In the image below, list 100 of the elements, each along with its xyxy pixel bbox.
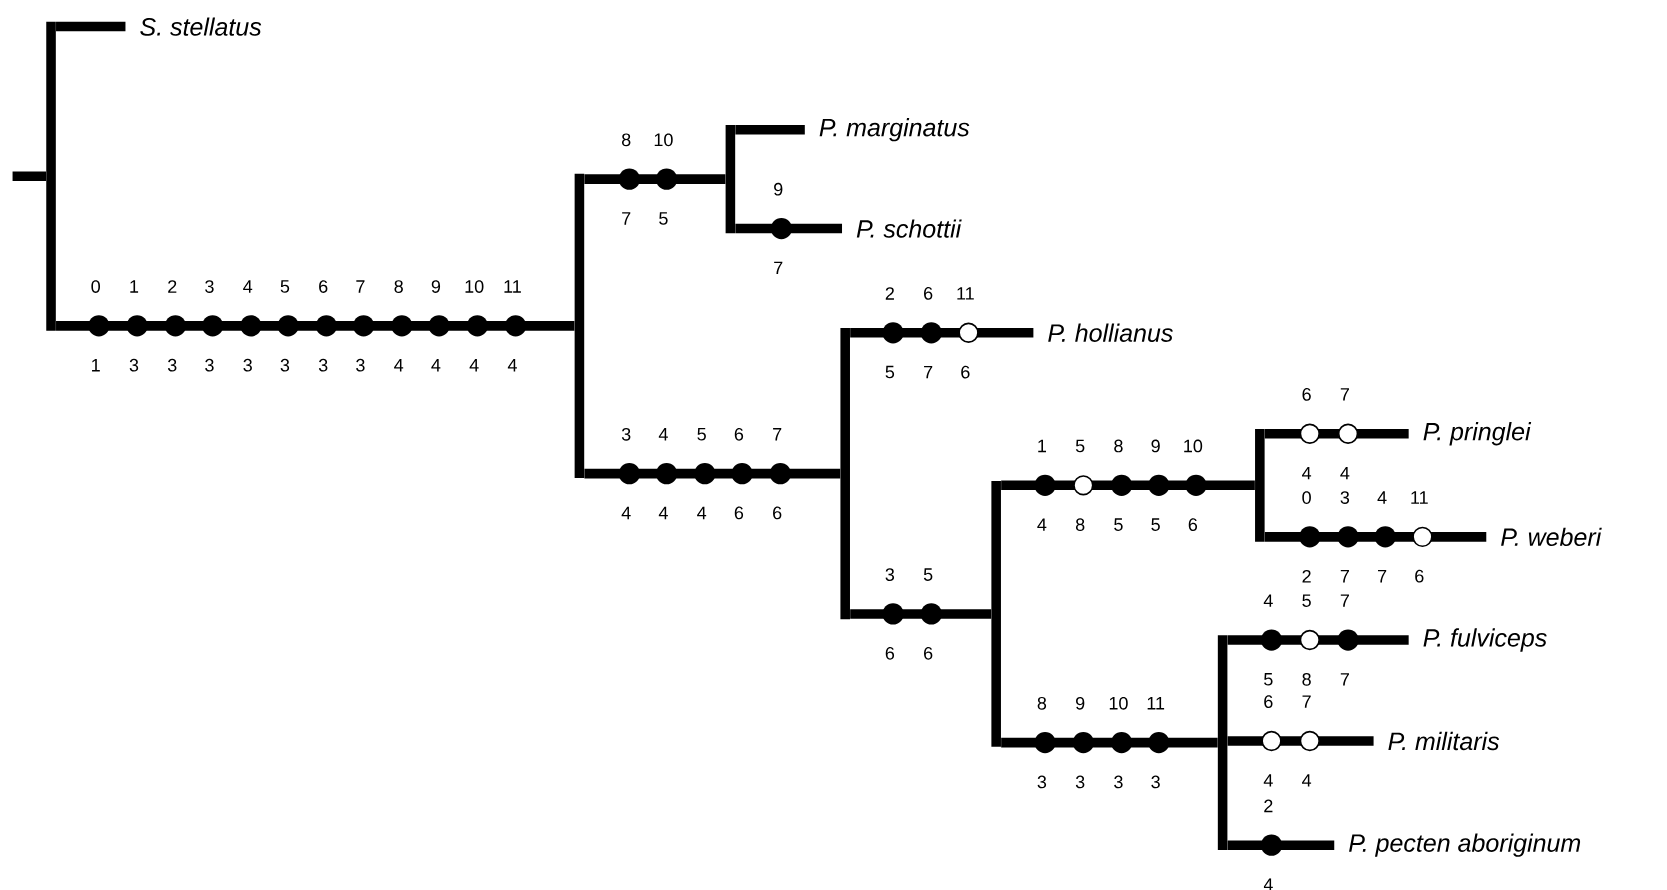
branch-line [735, 124, 805, 135]
character-number: 5 [1302, 594, 1311, 607]
taxon-label: S. stellatus [140, 17, 262, 36]
character-number: 4 [1377, 491, 1387, 504]
character-number: 2 [168, 280, 177, 293]
branch-line [735, 223, 842, 234]
taxon-label: P. pecten aboriginum [1349, 833, 1581, 857]
character-number: 8 [1037, 696, 1047, 710]
taxon-label: P. schottii [856, 219, 962, 238]
state-number: 6 [885, 646, 895, 660]
character-number: 9 [774, 182, 783, 196]
character-number: 6 [924, 287, 933, 300]
state-number: 3 [1075, 775, 1085, 789]
character-number: 5 [923, 568, 933, 581]
branch-line [1227, 635, 1409, 645]
state-number: 4 [1302, 774, 1312, 787]
character-number: 8 [1114, 439, 1123, 453]
state-number: 4 [1302, 466, 1312, 480]
character-number: 8 [622, 133, 631, 147]
character-number: 2 [1264, 799, 1273, 813]
state-number: 4 [1340, 466, 1350, 480]
character-number: 6 [1264, 695, 1273, 709]
state-number: 7 [1340, 673, 1349, 686]
state-number: 6 [1188, 518, 1198, 531]
character-number: 10 [654, 133, 673, 147]
state-number: 4 [1037, 518, 1047, 531]
character-number: 7 [773, 428, 782, 441]
character-number: 7 [1340, 594, 1349, 607]
state-number: 4 [431, 359, 441, 372]
vertical-branch [1255, 428, 1265, 542]
character-number: 6 [319, 280, 328, 293]
character-number: 2 [885, 287, 894, 300]
character-number: 11 [504, 280, 521, 293]
state-number: 7 [622, 212, 631, 225]
state-number: 3 [205, 358, 214, 372]
vertical-branch [991, 481, 1001, 747]
branch-line [56, 21, 126, 32]
character-number: 4 [1263, 594, 1273, 607]
state-number: 6 [1415, 569, 1424, 583]
character-number: 7 [356, 280, 365, 293]
branch-line [1227, 736, 1374, 746]
character-number: 0 [1302, 491, 1311, 504]
state-number: 5 [1114, 518, 1123, 531]
taxon-label: P. pringlei [1423, 422, 1532, 446]
state-number: 3 [167, 358, 177, 372]
taxon-label: P. weberi [1501, 527, 1602, 547]
character-number: 10 [465, 280, 484, 293]
character-number: 6 [734, 427, 744, 441]
branch-line [1264, 532, 1487, 542]
character-number: 5 [280, 280, 290, 293]
character-number: 11 [1147, 697, 1165, 710]
state-number: 8 [1302, 672, 1311, 686]
character-number: 1 [130, 280, 139, 293]
state-number: 3 [1037, 775, 1047, 789]
vertical-branch [725, 124, 736, 234]
state-number: 7 [924, 365, 933, 379]
character-number: 0 [91, 280, 100, 293]
character-number: 9 [1151, 439, 1160, 453]
state-number: 4 [507, 359, 517, 372]
character-number: 3 [621, 427, 631, 441]
state-number: 7 [1378, 570, 1387, 583]
taxon-label: P. hollianus [1048, 323, 1173, 342]
state-number: 5 [659, 212, 668, 225]
character-number: 9 [431, 280, 441, 293]
state-number: 6 [924, 646, 933, 660]
state-number: 7 [774, 261, 783, 275]
character-number: 4 [658, 428, 668, 441]
character-number: 7 [1340, 388, 1349, 401]
state-number: 6 [961, 365, 970, 379]
vertical-branch [46, 21, 56, 331]
taxon-label: P. fulviceps [1423, 628, 1547, 652]
state-number: 4 [469, 359, 479, 372]
state-number: 3 [243, 358, 252, 372]
state-number: 4 [1263, 878, 1273, 890]
state-number: 3 [356, 358, 365, 372]
state-number: 5 [1151, 518, 1160, 531]
character-number: 8 [394, 280, 403, 293]
vertical-branch [840, 328, 850, 620]
character-number: 9 [1076, 696, 1085, 710]
character-number: 10 [1109, 696, 1128, 710]
character-number: 3 [205, 280, 214, 293]
state-number: 8 [1075, 518, 1085, 531]
branch-line [56, 321, 575, 331]
branch-line [1227, 840, 1335, 850]
branch-line [1264, 428, 1409, 439]
character-number: 6 [1302, 388, 1311, 401]
vertical-branch [574, 173, 585, 478]
character-number: 10 [1184, 439, 1203, 453]
state-number: 7 [1340, 570, 1349, 583]
state-number: 3 [1114, 775, 1123, 789]
state-number: 5 [885, 365, 895, 379]
state-number: 3 [318, 358, 328, 372]
character-number: 5 [697, 428, 706, 441]
character-number: 1 [1038, 439, 1046, 453]
state-number: 3 [280, 358, 290, 372]
vertical-branch [1217, 635, 1228, 850]
state-number: 3 [129, 358, 139, 372]
taxon-label: P. marginatus [819, 118, 970, 142]
branch-line [12, 171, 47, 181]
branch-line [1001, 480, 1255, 491]
